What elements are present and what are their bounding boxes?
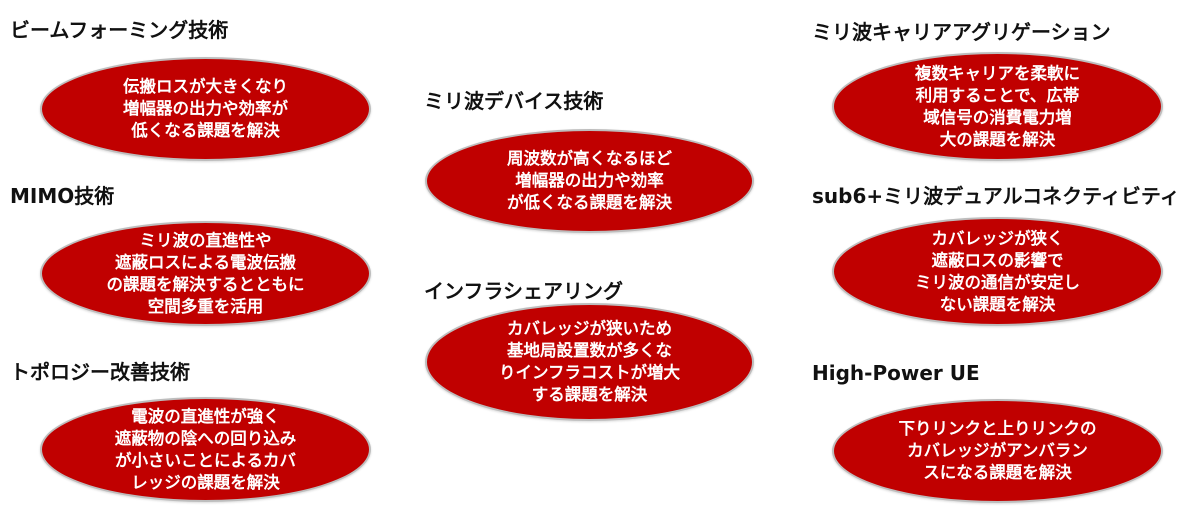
ellipse-mmwave-ca: 複数キャリアを柔軟に 利用することで、広帯 域信号の消費電力増 大の課題を解決 bbox=[832, 52, 1163, 161]
ellipse-text-beamforming: 伝搬ロスが大きくなり 増幅器の出力や効率が 低くなる課題を解決 bbox=[123, 77, 288, 140]
heading-infra-sharing: インフラシェアリング bbox=[424, 279, 623, 303]
ellipse-text-high-power-ue: 下りリンクと上りリンクの カバレッジがアンバラン スになる課題を解決 bbox=[898, 419, 1097, 482]
heading-topology: トポロジー改善技術 bbox=[10, 360, 190, 384]
ellipse-topology: 電波の直進性が強く 遮蔽物の陰への回り込み が小さいことによるカバ レッジの課題… bbox=[40, 397, 371, 502]
ellipse-text-infra-sharing: カバレッジが狭いため 基地局設置数が多くな りインフラコストが増大 する課題を解… bbox=[498, 319, 680, 404]
ellipse-text-topology: 電波の直進性が強く 遮蔽物の陰への回り込み が小さいことによるカバ レッジの課題… bbox=[114, 406, 297, 492]
heading-dual-connectivity: sub6+ミリ波デュアルコネクティビティ bbox=[812, 184, 1180, 208]
ellipse-beamforming: 伝搬ロスが大きくなり 増幅器の出力や効率が 低くなる課題を解決 bbox=[40, 57, 371, 161]
ellipse-high-power-ue: 下りリンクと上りリンクの カバレッジがアンバラン スになる課題を解決 bbox=[832, 399, 1163, 503]
ellipse-text-dual-connectivity: カバレッジが狭く 遮蔽ロスの影響で ミリ波の通信が安定し ない課題を解決 bbox=[915, 228, 1080, 314]
heading-high-power-ue: High-Power UE bbox=[812, 361, 980, 385]
heading-mmwave-device: ミリ波デバイス技術 bbox=[424, 89, 604, 113]
ellipse-mmwave-device: 周波数が高くなるほど 増幅器の出力や効率 が低くなる課題を解決 bbox=[425, 129, 754, 233]
ellipse-mimo: ミリ波の直進性や 遮蔽ロスによる電波伝搬 の課題を解決するとともに 空間多重を活… bbox=[40, 221, 371, 326]
heading-mmwave-ca: ミリ波キャリアアグリゲーション bbox=[812, 20, 1111, 44]
ellipse-text-mmwave-ca: 複数キャリアを柔軟に 利用することで、広帯 域信号の消費電力増 大の課題を解決 bbox=[915, 63, 1080, 149]
heading-beamforming: ビームフォーミング技術 bbox=[10, 18, 229, 42]
ellipse-text-mmwave-device: 周波数が高くなるほど 増幅器の出力や効率 が低くなる課題を解決 bbox=[507, 149, 672, 212]
ellipse-dual-connectivity: カバレッジが狭く 遮蔽ロスの影響で ミリ波の通信が安定し ない課題を解決 bbox=[832, 217, 1163, 326]
ellipse-infra-sharing: カバレッジが狭いため 基地局設置数が多くな りインフラコストが増大 する課題を解… bbox=[425, 303, 754, 421]
heading-mimo: MIMO技術 bbox=[10, 184, 115, 208]
ellipse-text-mimo: ミリ波の直進性や 遮蔽ロスによる電波伝搬 の課題を解決するとともに 空間多重を活… bbox=[106, 230, 305, 316]
